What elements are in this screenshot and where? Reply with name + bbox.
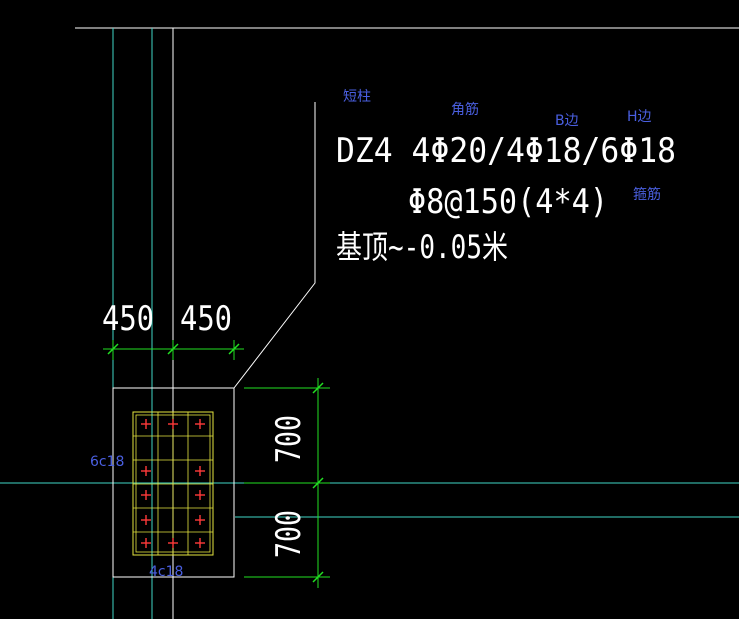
rebar-point <box>141 490 151 500</box>
column-label-line1: DZ4 4Φ20/4Φ18/6Φ18 <box>336 131 676 171</box>
rebar-cage <box>132 411 214 556</box>
dimension-top-right: 450 <box>180 299 232 339</box>
rebar-point <box>141 538 151 548</box>
note-stirrup: 箍筋 <box>633 186 661 203</box>
column-label-line2: Φ8@150(4*4) <box>408 182 608 222</box>
rebar-point <box>195 515 205 525</box>
note-side-bars: 6c18 <box>90 454 124 470</box>
rebar-point <box>168 419 178 429</box>
rebar-point <box>195 466 205 476</box>
right-dimension <box>244 378 330 588</box>
rebar-point <box>141 419 151 429</box>
rebar-point <box>168 538 178 548</box>
rebar-points <box>141 419 205 548</box>
rebar-point <box>195 490 205 500</box>
rebar-point <box>195 419 205 429</box>
dimension-top-left: 450 <box>102 299 154 339</box>
rebar-point <box>141 515 151 525</box>
note-short-column: 短柱 <box>343 89 371 105</box>
column-label-line3: 基顶~-0.05米 <box>336 228 508 266</box>
note-b-side: B边 <box>555 113 579 129</box>
column-outline <box>112 387 235 578</box>
note-bottom-bars: 4c18 <box>149 564 183 580</box>
leader-line <box>233 102 316 389</box>
note-corner-bar: 角筋 <box>451 101 479 118</box>
note-h-side: H边 <box>627 109 652 125</box>
dimension-right-lower: 700 <box>269 510 309 558</box>
rebar-point <box>195 538 205 548</box>
rebar-point <box>141 466 151 476</box>
top-dimension <box>103 340 244 360</box>
dimension-right-upper: 700 <box>269 415 309 463</box>
